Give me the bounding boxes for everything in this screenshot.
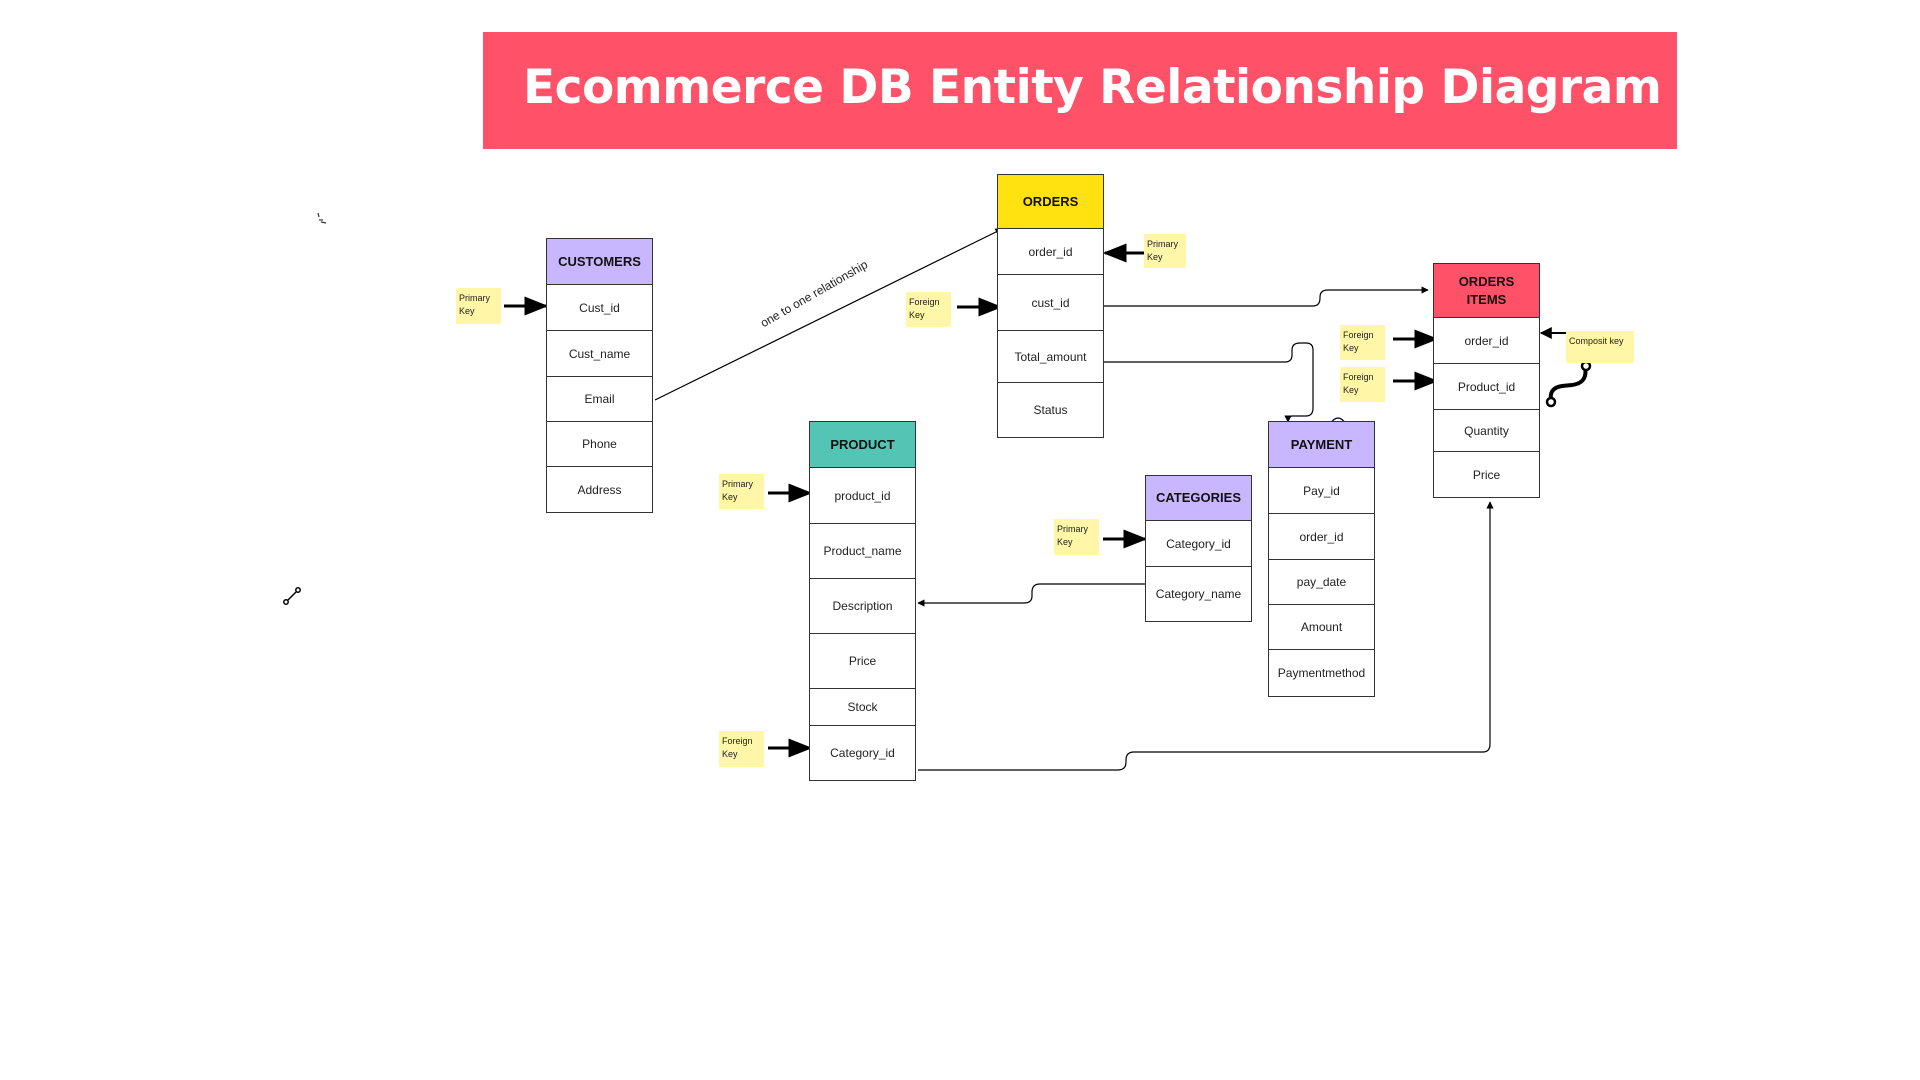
field-row: Category_id — [1146, 521, 1251, 567]
field-row: Total_amount — [998, 331, 1103, 383]
field-row: Paymentmethod — [1277, 666, 1366, 680]
composite-key-end-bottom — [1545, 396, 1557, 408]
field-row: product_id — [810, 468, 915, 524]
rel-line-customers-orders — [654, 228, 1003, 401]
note-orders-foreign-key: Foreign Key — [906, 292, 951, 327]
entity-header: CUSTOMERS — [547, 239, 652, 285]
entity-customers[interactable]: CUSTOMERS Cust_id Cust_name Email Phone … — [546, 238, 653, 513]
field-row: Price — [810, 634, 915, 689]
entity-order-items[interactable]: ORDERS ITEMS order_id Product_id Quantit… — [1433, 263, 1540, 498]
field-row: Cust_name — [547, 331, 652, 377]
field-row: Stock — [810, 689, 915, 726]
field-row: Category_id — [830, 746, 895, 760]
entity-payment[interactable]: PAYMENT Pay_id order_id pay_date Amount … — [1268, 421, 1375, 697]
note-customers-primary-key: Primary Key — [456, 288, 501, 324]
diagram-title: Ecommerce DB Entity Relationship Diagram — [523, 60, 1662, 115]
field-row: cust_id — [998, 275, 1103, 331]
field-row: pay_date — [1269, 560, 1374, 605]
entity-header: PRODUCT — [810, 422, 915, 468]
field-row: Status — [1033, 403, 1068, 417]
note-items-composite-key: Composit key — [1566, 331, 1634, 363]
note-items-foreign-key-2: Foreign Key — [1340, 367, 1385, 402]
composite-key-end-top — [1580, 360, 1592, 372]
field-row: Cust_id — [547, 285, 652, 331]
entity-categories[interactable]: CATEGORIES Category_id Category_name — [1145, 475, 1252, 622]
field-row: Address — [577, 482, 622, 497]
rel-line-orders-items — [1104, 286, 1429, 307]
entity-header: CATEGORIES — [1146, 476, 1251, 521]
note-product-foreign-key: Foreign Key — [719, 731, 764, 767]
connector-handle-icon — [283, 587, 301, 605]
field-row: Email — [547, 377, 652, 422]
title-banner: Ecommerce DB Entity Relationship Diagram — [483, 32, 1677, 149]
entity-header: PAYMENT — [1269, 422, 1374, 468]
entity-orders[interactable]: ORDERS order_id cust_id Total_amount Sta… — [997, 174, 1104, 438]
field-row: Phone — [547, 422, 652, 467]
field-row: order_id — [998, 229, 1103, 275]
stray-mark-top — [317, 212, 327, 224]
entity-header: ORDERS — [998, 175, 1103, 229]
field-row: Category_name — [1155, 587, 1242, 601]
note-orders-primary-key: Primary Key — [1144, 234, 1186, 268]
field-row: order_id — [1269, 514, 1374, 560]
rel-line-categories-product — [917, 583, 1145, 607]
field-row: Amount — [1269, 605, 1374, 650]
field-row: Product_name — [810, 524, 915, 579]
note-items-foreign-key-1: Foreign Key — [1340, 325, 1385, 360]
field-row: Pay_id — [1269, 468, 1374, 514]
field-row: Quantity — [1434, 410, 1539, 452]
composite-key-curve — [1548, 366, 1588, 401]
rel-line-product-items — [918, 501, 1494, 771]
field-row: order_id — [1434, 318, 1539, 364]
field-row: Product_id — [1434, 364, 1539, 410]
note-categories-primary-key: Primary Key — [1054, 519, 1099, 555]
field-row: Price — [1472, 467, 1501, 482]
entity-product[interactable]: PRODUCT product_id Product_name Descript… — [809, 421, 916, 781]
rel-line-orders-payment — [1104, 342, 1314, 423]
field-row: Description — [810, 579, 915, 634]
entity-header: ORDERS ITEMS — [1434, 264, 1539, 318]
note-product-primary-key: Primary Key — [719, 474, 764, 509]
